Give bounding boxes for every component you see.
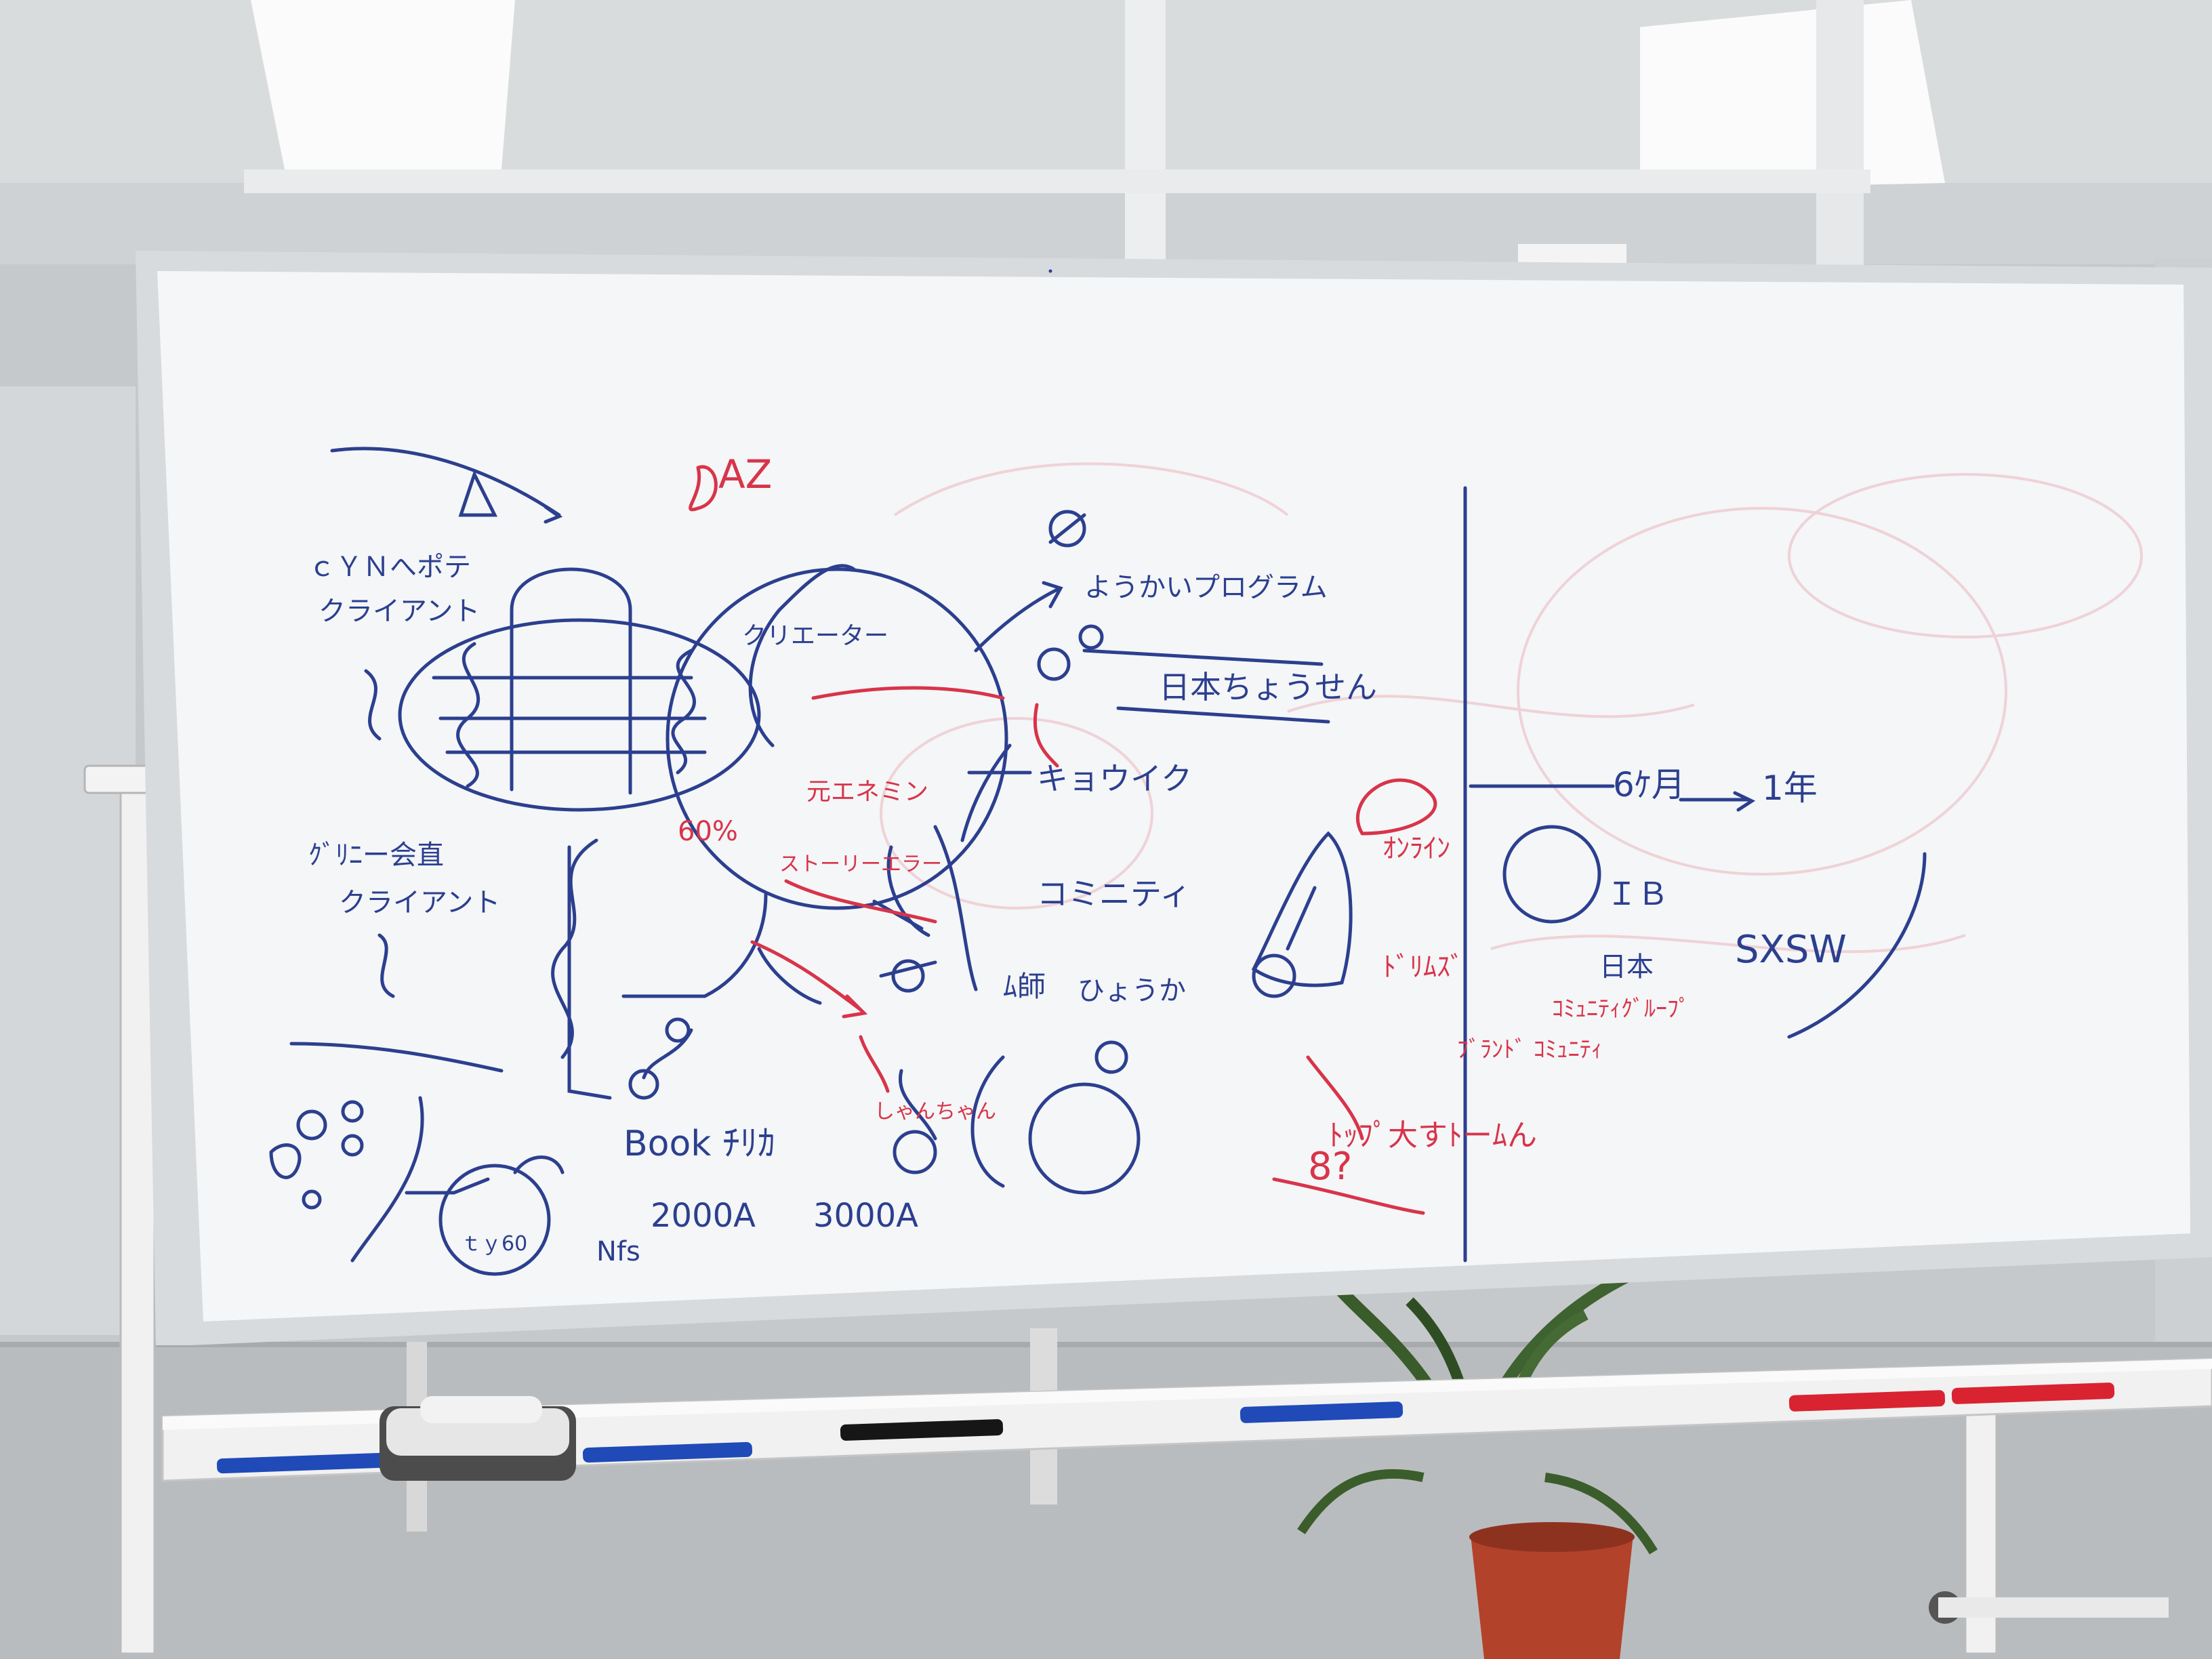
diagram-circle bbox=[665, 567, 1008, 910]
japan-small: 日本 bbox=[1599, 951, 1654, 983]
kyouiku-label: キョウイク bbox=[1037, 760, 1192, 797]
circle-text: ｔｙ60 bbox=[461, 1232, 527, 1256]
diagram-ellipse bbox=[398, 618, 761, 812]
shin-label: しゃんちゃん bbox=[874, 1100, 996, 1124]
ib-circle bbox=[1502, 825, 1601, 924]
red-note-4: ﾄｯﾌﾟ大すﾄーﾑん bbox=[1328, 1118, 1537, 1153]
percent-label: 60% bbox=[678, 816, 738, 847]
blue-marker bbox=[216, 1452, 387, 1474]
gurinu-client: クライアント bbox=[339, 887, 500, 918]
red-drawings bbox=[689, 465, 1437, 1215]
whiteboard bbox=[136, 251, 2212, 1345]
whiteboard-surface bbox=[157, 271, 2190, 1322]
ceiling-light bbox=[1640, 0, 1945, 190]
red-note-3: ﾌﾞﾗﾝﾄﾞ ｺﾐｭﾆﾃｨ bbox=[1457, 1036, 1603, 1063]
red-note-1: ﾄﾞﾘﾑｽﾞ bbox=[1382, 951, 1464, 983]
pillar bbox=[1816, 0, 1864, 285]
cyclists-client: ｃＹＮへポテ bbox=[308, 552, 471, 583]
hyouka-label: ひょうか bbox=[1078, 975, 1186, 1006]
ceiling-light bbox=[251, 0, 515, 169]
gurinu-line: ｸﾞﾘﾆー会直 bbox=[308, 840, 444, 871]
red-marker bbox=[1951, 1382, 2115, 1404]
sxsw-label: SXSW bbox=[1735, 928, 1847, 972]
creator-label: クリエーター bbox=[742, 622, 888, 650]
mid-red-note: 元エネミン bbox=[806, 778, 928, 806]
top-title: AZ bbox=[718, 451, 772, 497]
blue-drawings-right bbox=[1469, 784, 1927, 1039]
blue-drawings bbox=[269, 269, 1052, 1276]
kyoushi-label: ﾑ師 bbox=[1003, 970, 1046, 1003]
book-label: Book ﾁﾘｶ bbox=[623, 1124, 775, 1164]
red-marker bbox=[1788, 1390, 1946, 1412]
whiteboard-text: AZ ｃＹＮへポテ クライアント クリエーター ｸﾞﾘﾆー会直 クライアント 6… bbox=[308, 451, 1847, 1267]
red-arrow-note: ストーリーエラー bbox=[779, 853, 942, 876]
ib-label: ＩＢ bbox=[1606, 876, 1668, 912]
price-2: 3000A bbox=[813, 1197, 918, 1235]
nos-label: Nfs bbox=[596, 1236, 640, 1267]
red-question: 8? bbox=[1308, 1145, 1352, 1189]
six-months: 6ｹ月 bbox=[1613, 765, 1685, 804]
price-1: 2000A bbox=[651, 1197, 756, 1235]
japan-label: 日本ちょうせん bbox=[1159, 669, 1377, 705]
black-marker bbox=[840, 1419, 1004, 1441]
blue-marker bbox=[582, 1441, 753, 1463]
blue-drawings-middle bbox=[933, 486, 1467, 1263]
program-label: ようかいプログラム bbox=[1084, 572, 1328, 603]
board-eraser bbox=[380, 1396, 576, 1481]
marker-tray bbox=[161, 1357, 2212, 1482]
red-note-5: ｵﾝﾗｲﾝ bbox=[1382, 833, 1450, 864]
one-year: 1年 bbox=[1762, 769, 1818, 808]
blue-marker bbox=[1240, 1401, 1404, 1423]
flower-pot bbox=[1471, 1535, 1633, 1659]
red-note-2: ｺﾐｭﾆﾃｨｸﾞﾙｰﾌﾟ bbox=[1552, 996, 1690, 1023]
pillar bbox=[1125, 0, 1166, 278]
community-label: コミニティ bbox=[1037, 876, 1191, 912]
client-line-1: クライアント bbox=[319, 596, 480, 627]
